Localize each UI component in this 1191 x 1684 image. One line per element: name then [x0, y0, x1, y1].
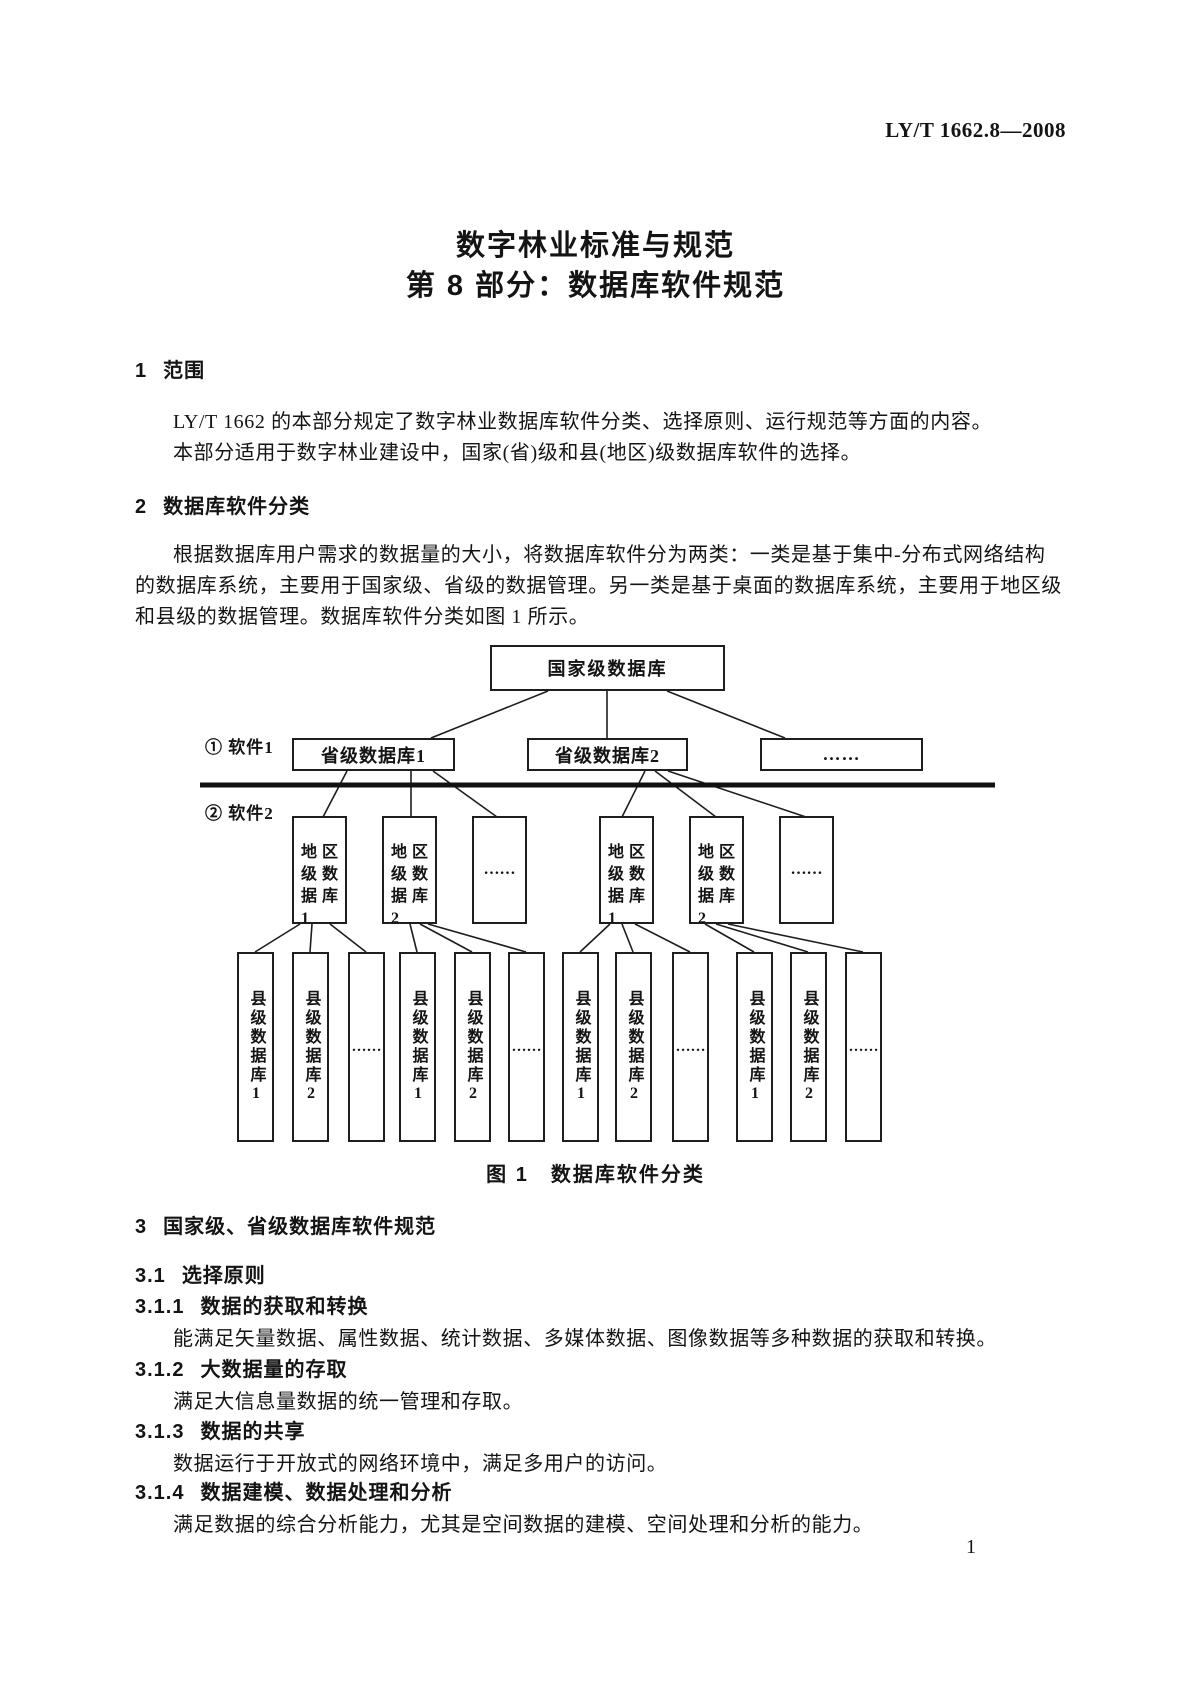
- section-2-heading: 2 数据库软件分类: [135, 490, 310, 519]
- node-label-line: 级数: [608, 866, 645, 883]
- node-label-line: 据库1: [301, 888, 338, 927]
- software1-label: ① 软件1: [205, 738, 274, 757]
- node-label-line: 地区: [698, 844, 735, 861]
- section-title: 范围: [163, 360, 206, 382]
- node-provincial-db-1: 省级数据库1: [292, 738, 455, 771]
- section-1-heading: 1 范围: [135, 354, 205, 383]
- paragraph-line: 满足大信息量数据的统一管理和存取。: [173, 1391, 524, 1413]
- node-label: 县级数据库2: [625, 989, 643, 1105]
- section-3-heading: 3 国家级、省级数据库软件规范: [135, 1210, 436, 1239]
- node-label-line: 地区: [301, 844, 338, 861]
- section-number: 1: [135, 360, 148, 382]
- paragraph-line: LY/T 1662 的本部分规定了数字林业数据库软件分类、选择原则、运行规范等方…: [173, 411, 993, 433]
- doc-title-line2: 第 8 部分：数据库软件规范: [405, 270, 786, 302]
- node-county-db: 县级数据库1: [237, 952, 274, 1142]
- section-title: 数据的获取和转换: [200, 1296, 369, 1318]
- section-3-1-3-heading: 3.1.3 数据的共享: [135, 1415, 305, 1444]
- node-label: 县级数据库2: [464, 989, 482, 1105]
- paragraph-line: 的数据库系统，主要用于国家级、省级的数据管理。另一类是基于桌面的数据库系统，主要…: [135, 575, 1062, 597]
- node-label: 县级数据库2: [800, 989, 818, 1105]
- doc-title-line1: 数字林业标准与规范: [455, 230, 735, 262]
- section-number: 3.1.1: [135, 1296, 185, 1318]
- section-number: 3.1.4: [135, 1482, 185, 1504]
- section-title: 大数据量的存取: [200, 1359, 348, 1381]
- node-label-line: 据库2: [698, 888, 735, 927]
- page-number: 1: [966, 1536, 976, 1558]
- section-number: 2: [135, 496, 148, 518]
- section-3-1-2-heading: 3.1.2 大数据量的存取: [135, 1353, 347, 1382]
- node-county-db-ellipsis: ……: [845, 952, 882, 1142]
- section-number: 3.1.2: [135, 1359, 185, 1381]
- node-regional-db-ellipsis-b: ……: [779, 816, 834, 924]
- node-regional-db-1b: 地区 级数 据库1: [599, 816, 654, 927]
- section-3-1-4-heading: 3.1.4 数据建模、数据处理和分析: [135, 1476, 452, 1505]
- section-title: 国家级、省级数据库软件规范: [163, 1216, 437, 1238]
- node-regional-db-1: 地区 级数 据库1: [292, 816, 347, 927]
- paragraph-line: 本部分适用于数字林业建设中，国家(省)级和县(地区)级数据库软件的选择。: [173, 442, 862, 464]
- node-provincial-db-2: 省级数据库2: [527, 738, 688, 771]
- section-number: 3: [135, 1216, 148, 1238]
- paragraph-line: 数据运行于开放式的网络环境中，满足多用户的访问。: [173, 1453, 668, 1475]
- node-regional-db-2: 地区 级数 据库2: [382, 816, 437, 927]
- node-county-db: 县级数据库2: [292, 952, 329, 1142]
- paragraph-line: 根据数据库用户需求的数据量的大小，将数据库软件分为两类：一类是基于集中-分布式网…: [173, 544, 1046, 566]
- node-label: 县级数据库1: [746, 989, 764, 1105]
- node-label-line: 据库2: [391, 888, 428, 927]
- paragraph-line: 和县级的数据管理。数据库软件分类如图 1 所示。: [135, 606, 590, 628]
- node-county-db: 县级数据库2: [790, 952, 827, 1142]
- software2-label: ② 软件2: [205, 804, 274, 823]
- node-provincial-db-ellipsis: ……: [760, 738, 923, 771]
- node-label-line: 地区: [391, 844, 428, 861]
- section-3-1-1-heading: 3.1.1 数据的获取和转换: [135, 1290, 368, 1319]
- section-title: 数据的共享: [200, 1421, 306, 1443]
- node-county-db-ellipsis: ……: [672, 952, 709, 1142]
- node-county-db: 县级数据库1: [562, 952, 599, 1142]
- node-regional-db-ellipsis: ……: [472, 816, 527, 924]
- node-label: 县级数据库1: [572, 989, 590, 1105]
- node-label: 县级数据库1: [247, 989, 265, 1105]
- node-county-db: 县级数据库1: [399, 952, 436, 1142]
- figure-caption: 图 1 数据库软件分类: [486, 1164, 705, 1186]
- section-title: 选择原则: [181, 1265, 266, 1287]
- node-label-line: 据库1: [608, 888, 645, 927]
- node-county-db: 县级数据库2: [615, 952, 652, 1142]
- node-label: 县级数据库1: [409, 989, 427, 1105]
- section-title: 数据库软件分类: [163, 496, 311, 518]
- node-label-line: 级数: [698, 866, 735, 883]
- section-number: 3.1: [135, 1265, 166, 1287]
- node-label: 县级数据库2: [302, 989, 320, 1105]
- node-label-line: 级数: [391, 866, 428, 883]
- node-county-db: 县级数据库2: [454, 952, 491, 1142]
- paragraph-line: 满足数据的综合分析能力，尤其是空间数据的建模、空间处理和分析的能力。: [173, 1514, 874, 1536]
- section-title: 数据建模、数据处理和分析: [200, 1482, 453, 1504]
- node-county-db: 县级数据库1: [736, 952, 773, 1142]
- node-label-line: 级数: [301, 866, 338, 883]
- node-regional-db-2b: 地区 级数 据库2: [689, 816, 744, 927]
- node-county-db-ellipsis: ……: [348, 952, 385, 1142]
- paragraph-line: 能满足矢量数据、属性数据、统计数据、多媒体数据、图像数据等多种数据的获取和转换。: [173, 1328, 997, 1350]
- section-number: 3.1.3: [135, 1421, 185, 1443]
- node-label-line: 地区: [608, 844, 645, 861]
- doc-standard-number: LY/T 1662.8—2008: [885, 118, 1066, 142]
- node-county-db-ellipsis: ……: [508, 952, 545, 1142]
- section-3-1-heading: 3.1 选择原则: [135, 1259, 266, 1288]
- node-national-db: 国家级数据库: [490, 645, 725, 691]
